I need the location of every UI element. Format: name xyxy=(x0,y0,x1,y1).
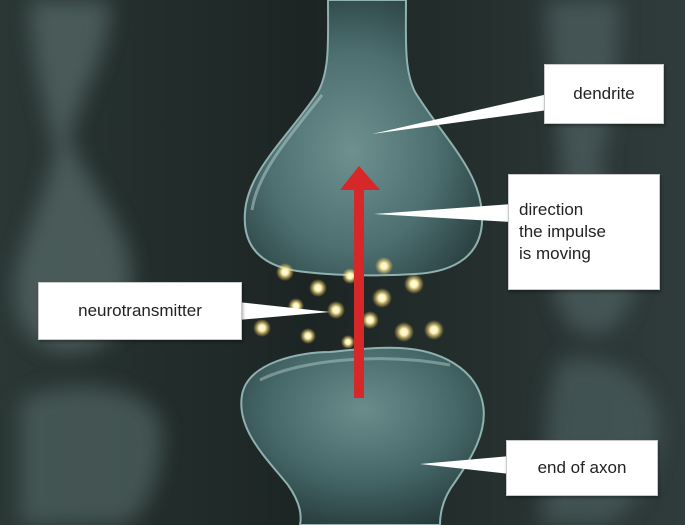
vesicle xyxy=(341,335,355,349)
vesicle xyxy=(375,257,393,275)
vesicle xyxy=(300,328,316,344)
vesicle xyxy=(309,279,327,297)
neurotransmitter-label-text: neurotransmitter xyxy=(78,300,202,322)
vesicle xyxy=(276,263,294,281)
vesicle xyxy=(424,320,444,340)
direction-label: direction the impulse is moving xyxy=(508,174,660,290)
direction-label-text: direction the impulse is moving xyxy=(519,199,606,265)
vesicle xyxy=(394,322,414,342)
axon-end-label: end of axon xyxy=(506,440,658,496)
impulse-arrow-shaft xyxy=(354,186,364,398)
vesicle xyxy=(372,288,392,308)
dendrite-label: dendrite xyxy=(544,64,664,124)
vesicle xyxy=(253,319,271,337)
vesicle xyxy=(327,301,345,319)
dendrite-label-text: dendrite xyxy=(573,83,634,105)
axon-end-label-text: end of axon xyxy=(538,457,627,479)
vesicle xyxy=(404,274,424,294)
neurotransmitter-label: neurotransmitter xyxy=(38,282,242,340)
